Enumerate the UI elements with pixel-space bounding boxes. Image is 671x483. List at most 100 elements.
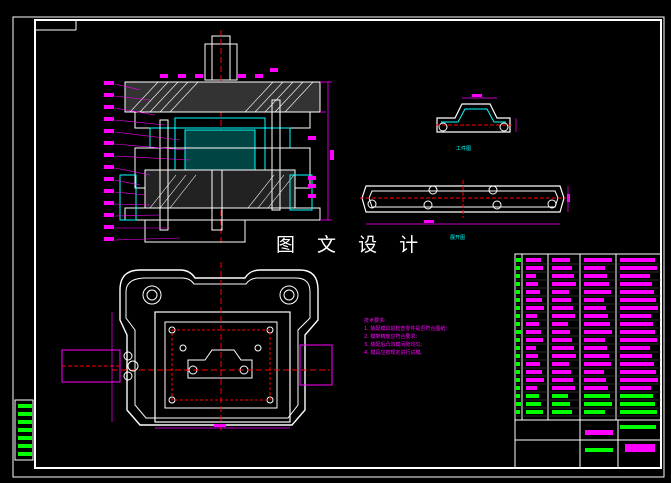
table-cell-mark <box>552 386 575 390</box>
table-cell-mark <box>526 386 537 390</box>
table-cell-mark <box>516 378 520 382</box>
table-cell-mark <box>516 266 520 270</box>
table-cell-mark <box>526 306 544 310</box>
table-cell-mark <box>584 338 605 342</box>
table-cell-mark <box>552 314 575 318</box>
table-cell-mark <box>516 386 520 390</box>
notes-line-3: 3. 装配后凸凹模间隙均匀; <box>364 341 422 348</box>
table-cell-mark <box>516 282 520 286</box>
plan-view <box>61 262 333 430</box>
table-cell-mark <box>620 338 657 342</box>
table-cell-mark <box>620 402 655 406</box>
table-cell-mark <box>620 306 658 310</box>
table-cell-mark <box>620 354 652 358</box>
table-cell-mark <box>516 402 521 406</box>
table-cell-mark <box>552 410 572 414</box>
table-cell-mark <box>526 378 544 382</box>
table-cell-mark <box>620 266 657 270</box>
table-cell-mark <box>584 314 608 318</box>
table-cell-mark <box>620 394 653 398</box>
table-cell-mark <box>552 282 576 286</box>
table-cell-mark <box>516 322 520 326</box>
table-cell-mark <box>552 306 573 310</box>
part-front-label: 展开图 <box>450 235 465 241</box>
table-cell-mark <box>584 274 607 278</box>
table-cell-mark <box>526 346 536 350</box>
table-cell-mark <box>584 266 605 270</box>
table-cell-mark <box>526 266 543 270</box>
table-cell-mark <box>584 258 612 262</box>
table-cell-mark <box>552 394 568 398</box>
notes-title: 技术要求: <box>364 317 386 324</box>
table-cell-mark <box>584 402 612 406</box>
table-cell-mark <box>552 362 569 366</box>
table-cell-mark <box>584 386 608 390</box>
table-cell-mark <box>526 258 541 262</box>
table-cell-mark <box>620 410 657 414</box>
table-cell-mark <box>584 306 606 310</box>
technical-notes: 技术要求: 1. 装配模具前检查零件是否符合图纸; 2. 模架精度应符合要求; … <box>364 317 447 356</box>
table-cell-mark <box>552 346 574 350</box>
table-cell-mark <box>552 378 573 382</box>
table-cell-mark <box>516 370 520 374</box>
table-cell-mark <box>552 354 576 358</box>
table-cell-mark <box>526 330 541 334</box>
table-cell-mark <box>526 314 537 318</box>
table-cell-mark <box>526 362 540 366</box>
table-cell-mark <box>620 370 656 374</box>
section-view <box>104 30 334 245</box>
notes-line-2: 2. 模架精度应符合要求; <box>364 333 417 340</box>
part-top-label: 工件图 <box>456 145 471 152</box>
table-cell-mark <box>620 322 653 326</box>
table-cell-mark <box>552 330 570 334</box>
table-cell-mark <box>526 402 541 406</box>
table-cell-mark <box>526 322 539 326</box>
table-cell-mark <box>526 282 538 286</box>
table-cell-mark <box>526 274 536 278</box>
table-cell-mark <box>526 354 538 358</box>
table-cell-mark <box>584 370 604 374</box>
table-cell-mark <box>552 402 570 406</box>
table-cell-mark <box>552 258 570 262</box>
table-cell-mark <box>516 346 520 350</box>
table-cell-mark <box>552 322 568 326</box>
table-cell-mark <box>526 298 542 302</box>
table-cell-mark <box>516 362 520 366</box>
table-cell-mark <box>584 354 609 358</box>
table-cell-mark <box>516 274 520 278</box>
table-cell-mark <box>584 346 607 350</box>
table-cell-mark <box>516 354 520 358</box>
table-cell-mark <box>552 298 571 302</box>
table-cell-mark <box>552 370 571 374</box>
table-cell-mark <box>584 394 610 398</box>
table-cell-mark <box>584 410 605 414</box>
table-cell-mark <box>584 362 611 366</box>
table-cell-mark <box>620 378 658 382</box>
table-cell-mark <box>516 394 520 398</box>
table-cell-mark <box>620 330 655 334</box>
table-cell-mark <box>620 346 650 350</box>
table-cell-mark <box>620 258 655 262</box>
table-cell-mark <box>620 298 656 302</box>
table-cell-mark <box>526 410 543 414</box>
table-cell-mark <box>620 362 654 366</box>
margin-legend <box>14 399 34 461</box>
table-cell-mark <box>516 314 520 318</box>
table-cell-mark <box>552 274 574 278</box>
table-cell-mark <box>516 338 520 342</box>
table-cell-mark <box>552 266 572 270</box>
table-cell-mark <box>516 258 521 262</box>
table-cell-mark <box>516 410 520 414</box>
table-cell-mark <box>620 282 652 286</box>
table-cell-mark <box>584 282 609 286</box>
table-cell-mark <box>552 290 569 294</box>
table-cell-mark <box>620 314 651 318</box>
table-cell-mark <box>516 330 521 334</box>
notes-line-1: 1. 装配模具前检查零件是否符合图纸; <box>364 325 447 332</box>
part-front-view: 展开图 <box>360 180 570 241</box>
table-cell-mark <box>552 338 572 342</box>
parts-list-table <box>514 253 662 469</box>
table-cell-mark <box>516 306 520 310</box>
table-cell-mark <box>584 322 610 326</box>
